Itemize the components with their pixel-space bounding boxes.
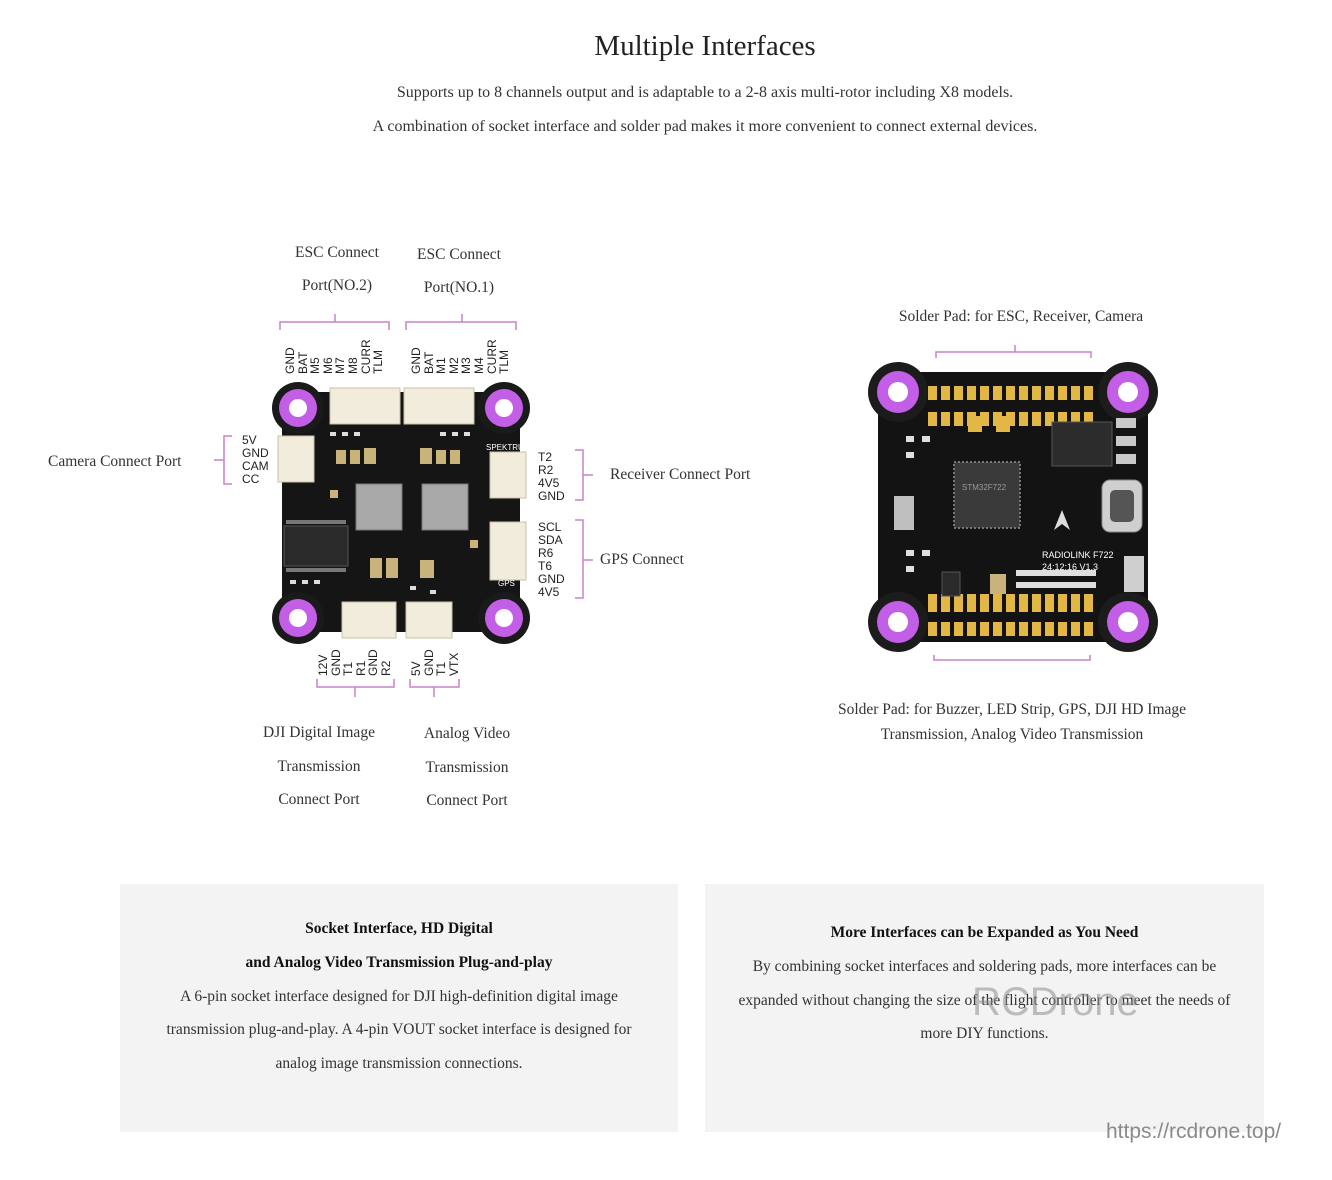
card-body-line: expanded without changing the size of th… — [738, 992, 1231, 1009]
bracket-lines — [214, 314, 1092, 697]
card-body-line: analog image transmission connections. — [275, 1055, 523, 1072]
right-flight-controller-board: STM32F722 RADIOLINK F722 24:12:16 V1.3 — [868, 362, 1158, 652]
silk-spektrum: SPEKTRUM — [486, 443, 531, 452]
card-heading: and Analog Video Transmission Plug-and-p… — [245, 954, 553, 971]
camera-connect-label: Camera Connect Port — [48, 453, 182, 470]
esc1-pin: M1 — [434, 357, 449, 374]
esc2-pin-list: GND BAT M5 M6 M7 M8 CURR TLM — [283, 338, 386, 374]
esc1-label-1: ESC Connect — [417, 246, 501, 263]
gps-pin: SCL — [538, 520, 562, 534]
dji-port-label-2: Transmission — [277, 758, 361, 775]
dji-pin: 12V — [316, 654, 330, 676]
mount-hole-icon — [868, 362, 1158, 652]
analog-port-label-3: Connect Port — [426, 792, 508, 809]
receiver-pin: T2 — [538, 450, 553, 464]
esc2-label-1: ESC Connect — [295, 244, 379, 261]
mount-hole-icon — [272, 382, 530, 644]
intro-line-1: Supports up to 8 channels output and is … — [396, 84, 1014, 101]
silk-model: RADIOLINK F722 — [1042, 550, 1114, 560]
dji-port-label-1: DJI Digital Image — [263, 724, 375, 741]
camera-pin-list: 5V GND CAM CC — [242, 434, 269, 486]
card-body-line: A 6-pin socket interface designed for DJ… — [180, 988, 618, 1005]
gps-pin: T6 — [538, 559, 553, 573]
vtx-pin: T1 — [434, 661, 449, 676]
card-heading: More Interfaces can be Expanded as You N… — [830, 924, 1139, 941]
camera-pin: CAM — [242, 459, 269, 473]
card-body-line: more DIY functions. — [920, 1025, 1049, 1042]
gps-pin: GND — [538, 572, 565, 586]
intro-line-2: A combination of socket interface and so… — [372, 118, 1038, 135]
esc1-label-2: Port(NO.1) — [423, 279, 495, 296]
dji-port-label-3: Connect Port — [278, 791, 360, 808]
watermark: RCDrone — [972, 980, 1139, 1024]
esc2-pin: M8 — [345, 357, 360, 374]
esc1-pin: TLM — [497, 350, 512, 374]
receiver-pin: GND — [538, 489, 565, 503]
vtx-pin-list: 5V GND T1 VTX — [409, 640, 461, 676]
silk-gps: GPS — [498, 579, 515, 588]
receiver-pin: 4V5 — [538, 476, 560, 490]
site-url: https://rcdrone.top/ — [1106, 1120, 1282, 1143]
gps-pin: SDA — [538, 533, 563, 547]
card-body-line: transmission plug-and-play. A 4-pin VOUT… — [166, 1021, 632, 1038]
gps-pin: 4V5 — [538, 585, 560, 599]
esc2-pin: M5 — [308, 357, 323, 374]
solder-pad-bottom-label-2: Transmission, Analog Video Transmission — [880, 726, 1144, 743]
left-flight-controller-board: SPEKTRUM GPS — [272, 382, 531, 644]
esc2-pin: TLM — [371, 350, 386, 374]
esc1-pin: M4 — [471, 357, 486, 374]
vtx-pin: VTX — [446, 652, 461, 676]
gps-pin-list: SCL SDA R6 T6 GND 4V5 — [538, 521, 565, 599]
analog-port-label-1: Analog Video — [423, 725, 511, 742]
analog-port-label-2: Transmission — [425, 759, 509, 776]
card-body-line: By combining socket interfaces and solde… — [752, 958, 1217, 975]
esc1-pin: GND — [409, 347, 423, 374]
solder-pad-bottom-label-1: Solder Pad: for Buzzer, LED Strip, GPS, … — [837, 701, 1187, 718]
camera-pin: 5V — [242, 433, 257, 447]
esc1-pin-list: GND BAT M1 M2 M3 M4 CURR TLM — [409, 338, 512, 374]
camera-pin: CC — [242, 472, 260, 486]
card-heading: Socket Interface, HD Digital — [305, 920, 493, 937]
camera-pin: GND — [242, 446, 269, 460]
dji-pin-list: 12V GND T1 R1 GND R2 — [316, 640, 393, 676]
gps-connect-label: GPS Connect — [600, 551, 684, 568]
dji-pin: R2 — [378, 660, 393, 676]
socket-interface-card: Socket Interface, HD Digital and Analog … — [120, 884, 678, 1132]
page-title: Multiple Interfaces — [594, 30, 816, 62]
logo-arrow-icon — [1054, 510, 1070, 530]
solder-pad-top-label: Solder Pad: for ESC, Receiver, Camera — [898, 308, 1144, 325]
gps-pin: R6 — [538, 546, 554, 560]
silk-date: 24:12:16 V1.3 — [1042, 562, 1098, 572]
mcu-label: STM32F722 — [962, 483, 1007, 492]
vtx-pin: 5V — [409, 661, 423, 676]
receiver-pin: R2 — [538, 463, 554, 477]
expansion-card: More Interfaces can be Expanded as You N… — [705, 884, 1264, 1132]
receiver-pin-list: T2 R2 4V5 GND — [538, 451, 565, 503]
esc2-label-2: Port(NO.2) — [301, 277, 373, 294]
dji-pin: T1 — [341, 661, 356, 676]
receiver-connect-label: Receiver Connect Port — [610, 466, 751, 483]
esc2-pin: GND — [283, 347, 297, 374]
